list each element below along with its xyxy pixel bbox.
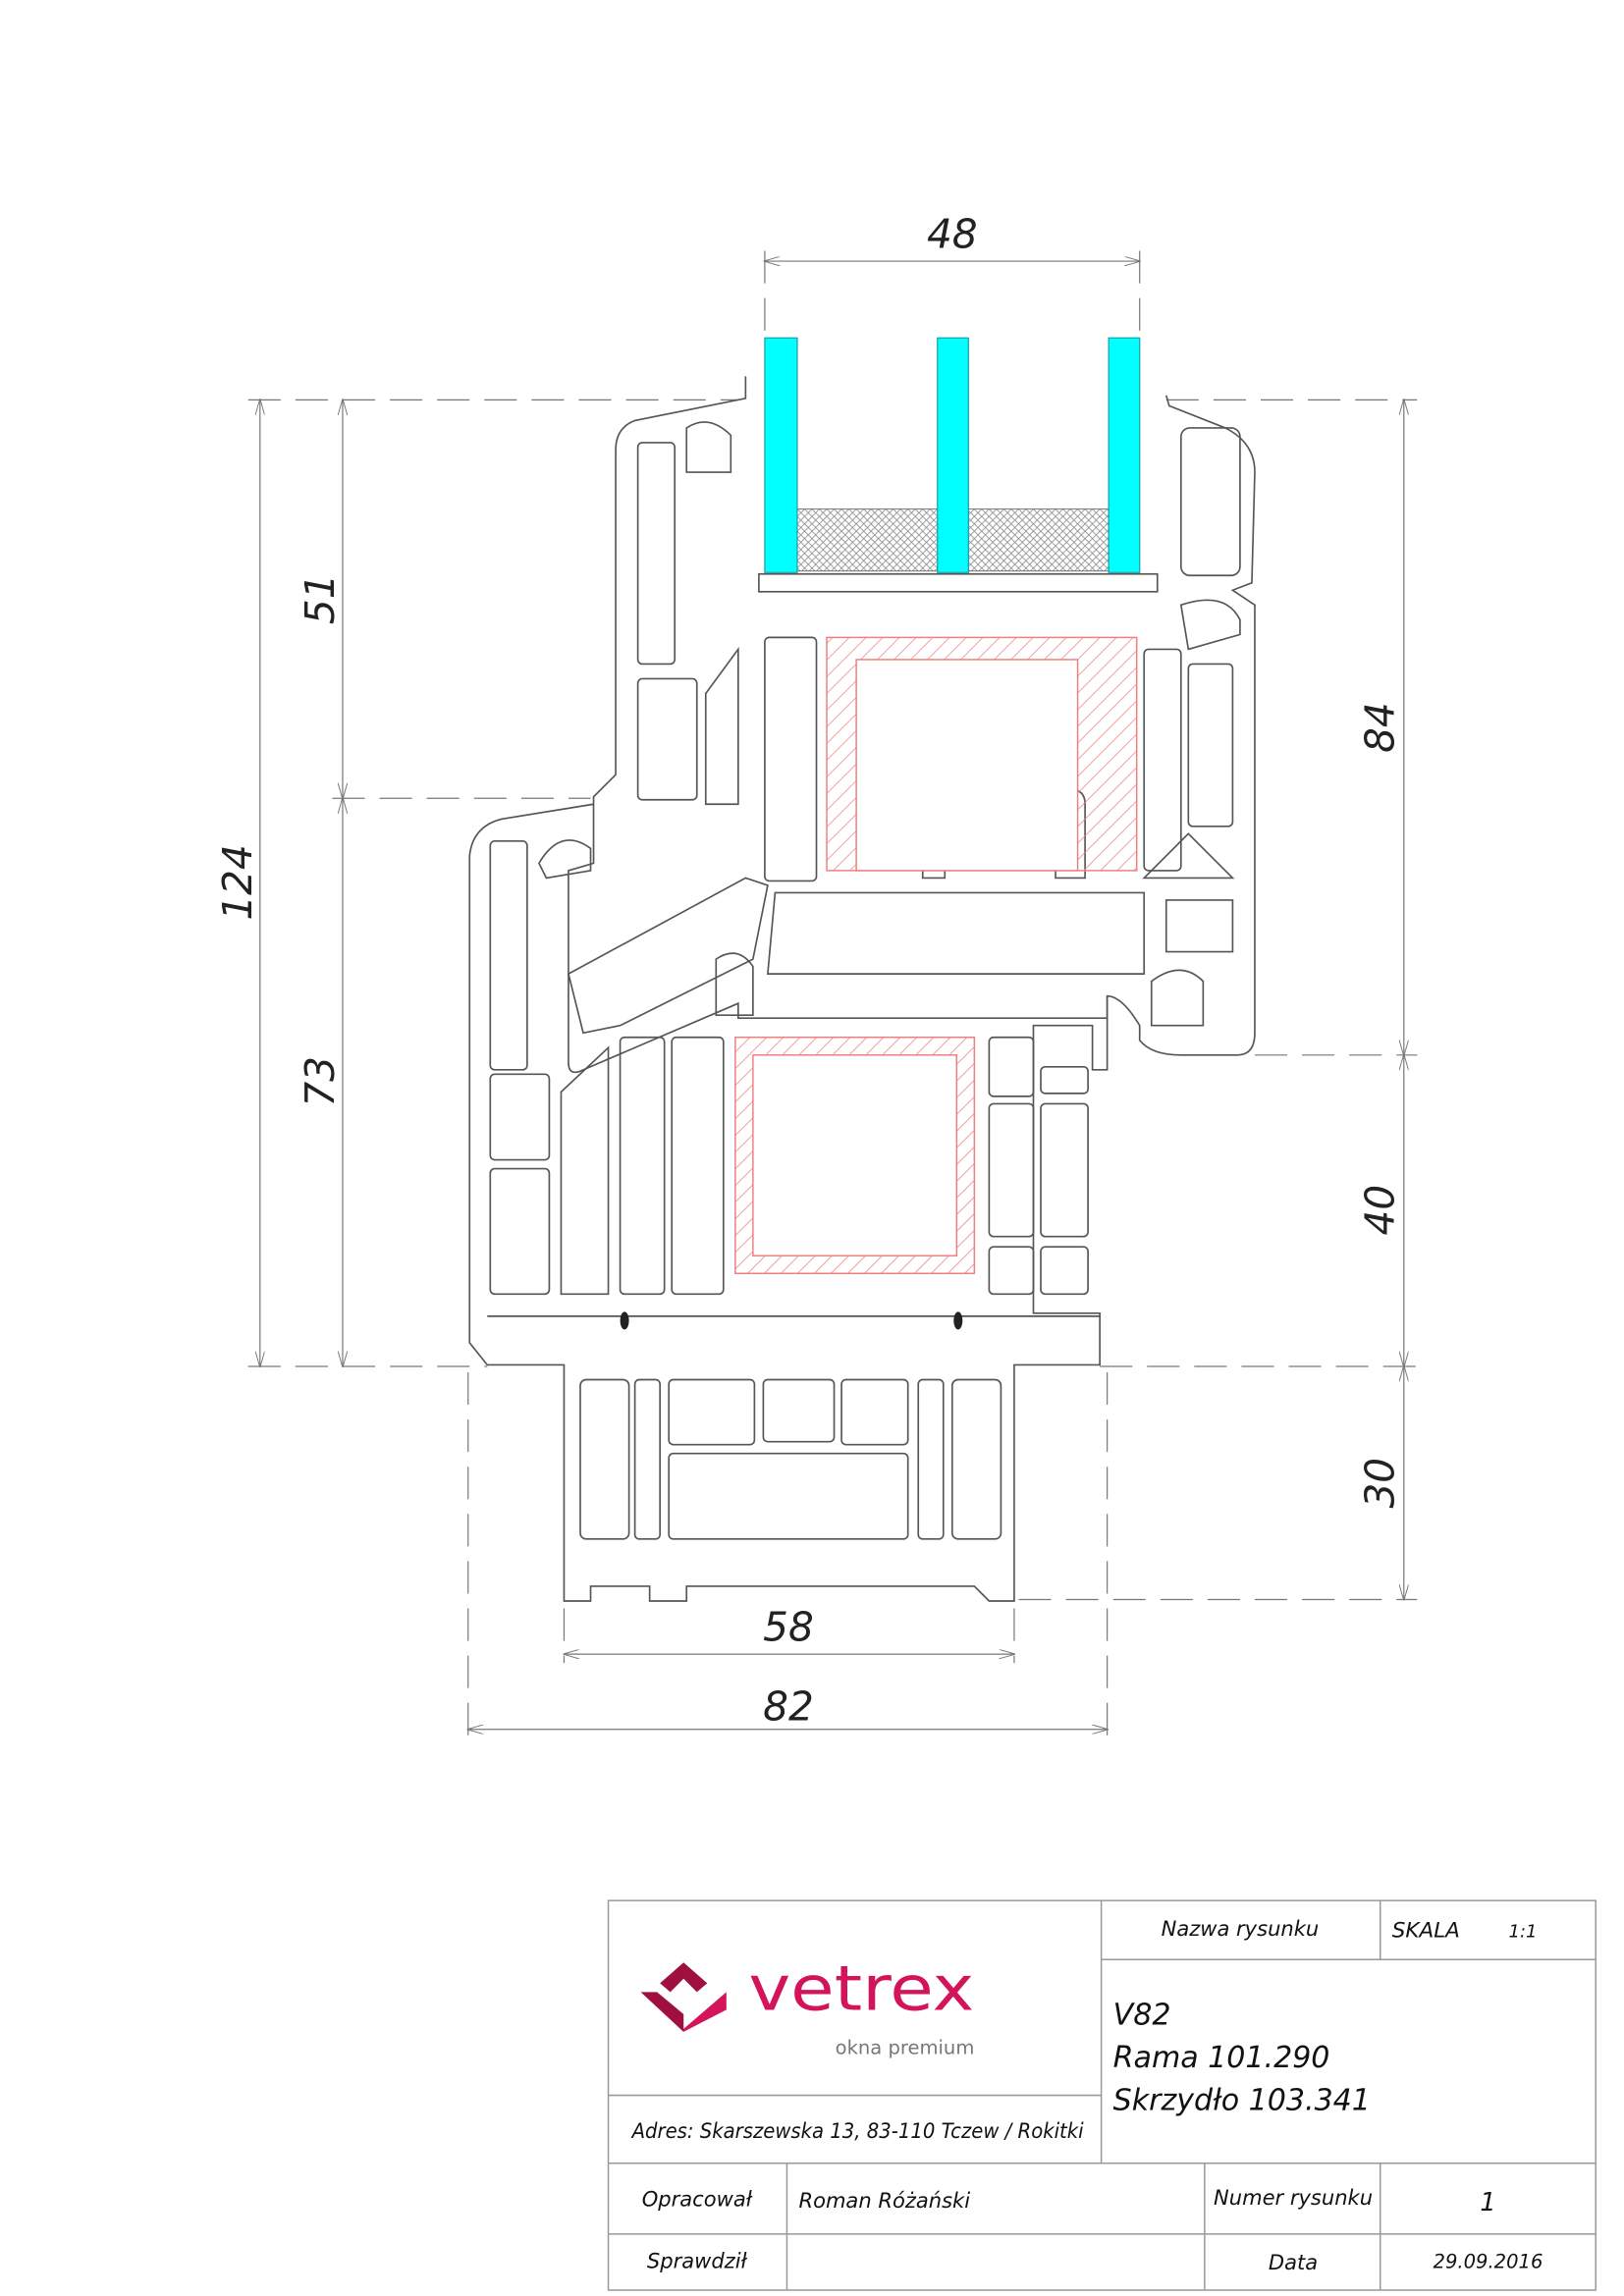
drawing-number-label: Numer rysunku — [1214, 2185, 1373, 2210]
date-label: Data — [1269, 2250, 1318, 2274]
prepared-by: Roman Różański — [798, 2188, 970, 2213]
gasket-left — [620, 1311, 629, 1330]
dimension-label: 30 — [1356, 1458, 1403, 1509]
dimension-label: 84 — [1356, 702, 1403, 753]
address: Adres: Skarszewska 13, 83-110 Tczew / Ro… — [630, 2118, 1084, 2143]
dimension-label: 48 — [927, 211, 978, 258]
vetrex-logo: vetrex okna premium — [640, 1951, 975, 2058]
date: 29.09.2016 — [1434, 2250, 1543, 2272]
dimension-upper-height: 51 — [297, 400, 344, 798]
dimension-lower-height: 73 — [297, 798, 344, 1366]
extension-lines — [247, 250, 1418, 1738]
logo-brand: vetrex — [748, 1951, 974, 2024]
dimension-total-depth: 82 — [468, 1683, 1108, 1731]
scale-value: 1:1 — [1509, 1922, 1538, 1943]
glass-pane-middle — [937, 337, 969, 573]
dimension-sash-height: 84 — [1356, 400, 1404, 1054]
gasket-right — [953, 1311, 963, 1330]
dimension-label: 124 — [214, 844, 261, 920]
sash-profile — [568, 376, 1256, 1074]
dimension-total-height: 124 — [214, 400, 261, 1366]
title-block: vetrex okna premium Adres: Skarszewska 1… — [607, 1899, 1597, 2291]
scale-label: SKALA — [1392, 1918, 1460, 1943]
frame-profile — [468, 803, 1109, 1602]
drawing-title-line-3: Skrzydło 103.341 — [1113, 2084, 1371, 2118]
dimension-bottom-height: 30 — [1356, 1366, 1404, 1600]
glass-pane-inner — [1108, 337, 1141, 573]
dimension-label: 58 — [763, 1604, 814, 1651]
dimension-frame-depth: 58 — [564, 1604, 1013, 1655]
dimension-frame-overlap: 40 — [1356, 1055, 1404, 1366]
checked-by-label: Sprawdził — [647, 2248, 748, 2272]
dimension-label: 73 — [297, 1056, 344, 1107]
drawing-number: 1 — [1480, 2188, 1495, 2217]
dimension-label: 40 — [1356, 1185, 1403, 1236]
prepared-by-label: Opracował — [642, 2186, 753, 2211]
glass-pane-outer — [764, 337, 798, 573]
dimension-label: 82 — [763, 1683, 814, 1731]
dimension-glass-width: 48 — [765, 211, 1140, 262]
triple-glazing — [758, 337, 1159, 593]
drawing-title-line-2: Rama 101.290 — [1113, 2041, 1330, 2075]
drawing-title-line-1: V82 — [1113, 1998, 1171, 2032]
logo-tagline: okna premium — [836, 2036, 975, 2058]
dimension-label: 51 — [297, 573, 344, 624]
drawing-name-label: Nazwa rysunku — [1162, 1916, 1320, 1941]
